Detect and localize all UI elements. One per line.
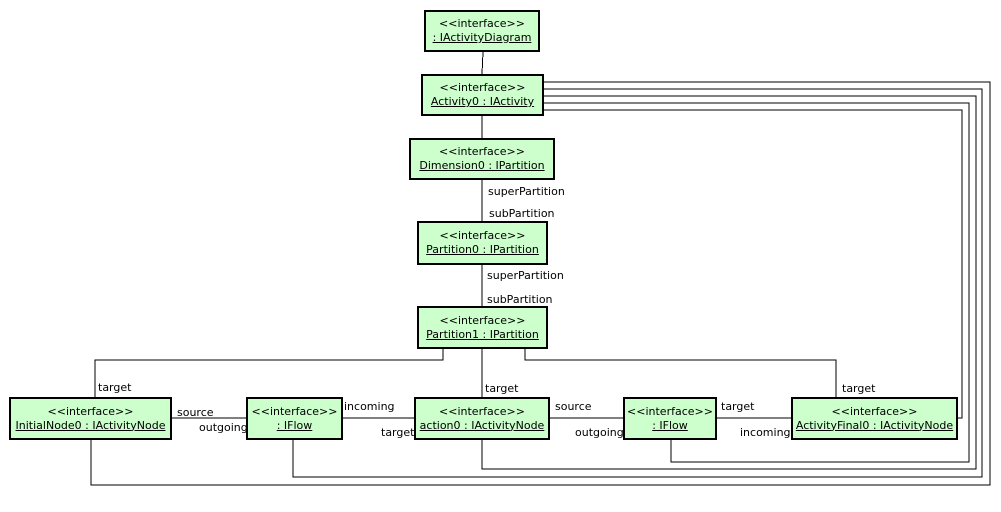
stereotype-label: <<interface>>: [439, 145, 525, 158]
stereotype-label: <<interface>>: [47, 404, 134, 418]
stereotype-label: <<interface>>: [439, 81, 526, 94]
initial-node0-box[interactable]: <<interface>> InitialNode0 : IActivityNo…: [9, 397, 172, 440]
stereotype-label: <<interface>>: [831, 404, 918, 418]
object-name: Dimension0 : IPartition: [419, 159, 545, 172]
object-name: : IActivityDiagram: [432, 31, 532, 44]
role-label-sub-partition: subPartition: [487, 293, 553, 306]
role-label-incoming: incoming: [740, 426, 791, 439]
stereotype-label: <<interface>>: [439, 229, 526, 242]
dimension0-box[interactable]: <<interface>> Dimension0 : IPartition: [409, 138, 555, 180]
role-label-source: source: [177, 406, 214, 419]
action0-box[interactable]: <<interface>> action0 : IActivityNode: [414, 397, 550, 440]
activity0-box[interactable]: <<interface>> Activity0 : IActivity: [421, 74, 544, 116]
activity-diagram-box[interactable]: <<interface>> : IActivityDiagram: [424, 10, 540, 52]
stereotype-label: <<interface>>: [251, 404, 338, 418]
role-label-target: target: [842, 382, 876, 395]
flow2-box[interactable]: <<interface>> : IFlow: [623, 397, 717, 440]
object-name: : IFlow: [652, 418, 688, 432]
stereotype-label: <<interface>>: [627, 404, 713, 418]
partition0-box[interactable]: <<interface>> Partition0 : IPartition: [417, 221, 548, 265]
role-label-target: target: [485, 382, 519, 395]
stereotype-label: <<interface>>: [439, 404, 525, 418]
stereotype-label: <<interface>>: [439, 17, 525, 30]
role-label-sub-partition: subPartition: [489, 207, 555, 220]
object-name: Partition1 : IPartition: [426, 327, 539, 341]
partition1-box[interactable]: <<interface>> Partition1 : IPartition: [417, 306, 548, 349]
activity-final0-box[interactable]: <<interface>> ActivityFinal0 : IActivity…: [791, 397, 958, 440]
role-label-target: target: [98, 381, 132, 394]
role-label-target: target: [381, 426, 415, 439]
object-name: ActivityFinal0 : IActivityNode: [795, 418, 954, 432]
role-label-super-partition: superPartition: [487, 269, 564, 282]
object-name: Partition0 : IPartition: [426, 243, 539, 256]
object-name: Activity0 : IActivity: [430, 95, 535, 108]
flow1-box[interactable]: <<interface>> : IFlow: [246, 397, 343, 440]
role-label-outgoing: outgoing: [199, 421, 248, 434]
role-label-target: target: [721, 400, 755, 413]
object-name: : IFlow: [276, 418, 313, 432]
stereotype-label: <<interface>>: [439, 313, 526, 327]
object-name: InitialNode0 : IActivityNode: [15, 418, 166, 432]
object-name: action0 : IActivityNode: [419, 418, 545, 432]
role-label-source: source: [555, 400, 592, 413]
role-label-outgoing: outgoing: [575, 426, 624, 439]
role-label-super-partition: superPartition: [488, 185, 565, 198]
role-label-incoming: incoming: [344, 400, 395, 413]
